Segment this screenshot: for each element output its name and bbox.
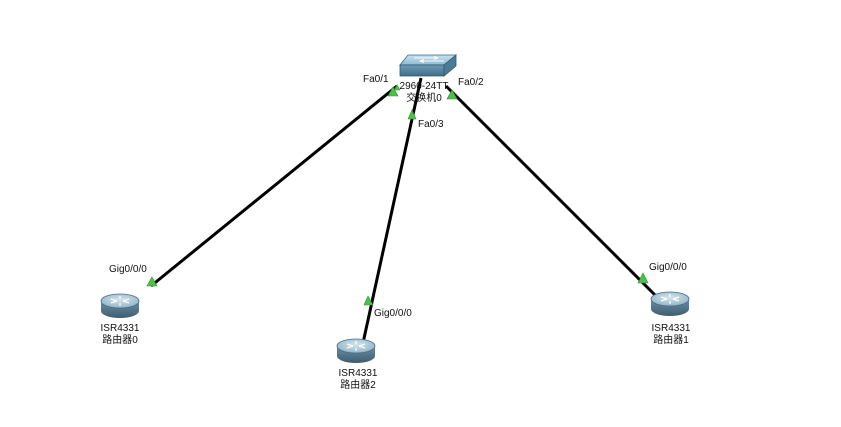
- link-switch0-router1[interactable]: [444, 84, 660, 300]
- device-label-router0: ISR4331 路由器0: [95, 323, 145, 347]
- port-indicator-fa0-2: [446, 89, 458, 100]
- device-name: 路由器0: [102, 335, 138, 346]
- port-indicator-fa0-3: [407, 109, 417, 120]
- port-indicator-router0-gig: [146, 276, 158, 287]
- device-model: ISR4331: [100, 323, 140, 334]
- port-label-router1-gig: Gig0/0/0: [649, 262, 687, 273]
- router-icon[interactable]: [336, 338, 376, 363]
- device-model: 2960-24TT: [399, 81, 449, 92]
- device-label-router1: ISR4331 路由器1: [646, 323, 696, 347]
- port-label-router2-gig: Gig0/0/0: [374, 308, 412, 319]
- router-icon[interactable]: [650, 291, 690, 316]
- port-indicator-router2-gig: [363, 295, 374, 306]
- device-name: 交换机0: [406, 93, 442, 104]
- device-label-router2: ISR4331 路由器2: [333, 368, 383, 392]
- port-label-fa0-1: Fa0/1: [363, 74, 389, 85]
- device-model: ISR4331: [338, 368, 378, 379]
- device-name: 路由器1: [653, 335, 689, 346]
- port-label-fa0-3: Fa0/3: [418, 119, 444, 130]
- port-label-fa0-2: Fa0/2: [458, 77, 484, 88]
- port-indicator-router1-gig: [637, 272, 649, 284]
- link-switch0-router0[interactable]: [150, 84, 398, 288]
- port-label-router0-gig: Gig0/0/0: [109, 264, 147, 275]
- device-name: 路由器2: [340, 380, 376, 391]
- link-switch0-router2[interactable]: [361, 77, 423, 344]
- router-icon[interactable]: [100, 293, 140, 318]
- port-indicator-fa0-1-main: [387, 86, 399, 97]
- port-indicator-fa0-1: [393, 84, 401, 91]
- switch-icon[interactable]: [399, 54, 458, 77]
- device-label-switch0: 2960-24TT 交换机0: [396, 81, 452, 105]
- device-model: ISR4331: [651, 323, 691, 334]
